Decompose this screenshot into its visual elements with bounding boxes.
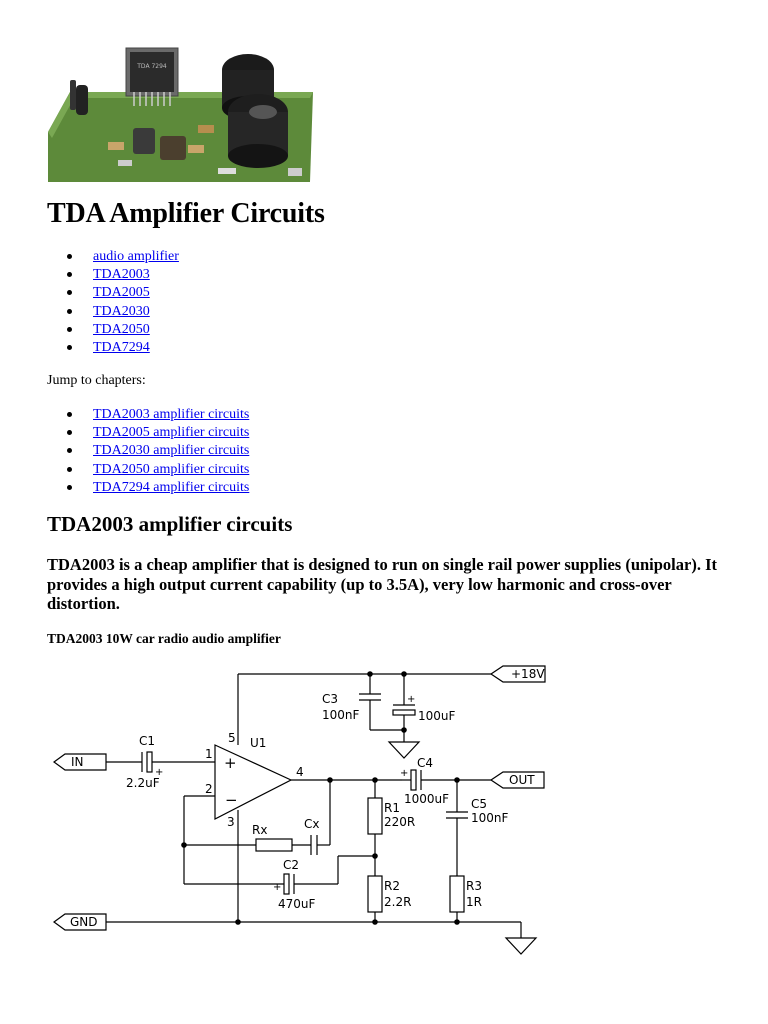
- page-title: TDA Amplifier Circuits: [47, 198, 325, 229]
- section-intro: TDA2003 is a cheap amplifier that is des…: [47, 555, 717, 614]
- plus-input-sign: +: [224, 754, 237, 772]
- list-item: TDA2030: [48, 303, 179, 321]
- chapter-link-tda7294[interactable]: TDA7294 amplifier circuits: [93, 479, 250, 495]
- r1-value: 220R: [384, 815, 415, 829]
- c4-name: C4: [417, 756, 433, 770]
- list-item: TDA7294: [48, 339, 179, 357]
- pin-5: 5: [228, 731, 236, 745]
- pin-1: 1: [205, 747, 213, 761]
- pin-4: 4: [296, 765, 304, 779]
- chip-label: U1: [250, 736, 266, 750]
- amplifier-schematic: +18V IN OUT GND U1 + − 1 2 3 4 5 C1 2.2u…: [47, 650, 563, 976]
- chapter-link-list: TDA2003 amplifier circuits TDA2005 ampli…: [48, 406, 249, 497]
- section-heading: TDA2003 amplifier circuits: [47, 512, 293, 536]
- c3-value: 100nF: [322, 708, 360, 722]
- c1-polarity: +: [155, 767, 163, 778]
- chapter-link-tda2005[interactable]: TDA2005 amplifier circuits: [93, 425, 250, 441]
- jump-to-chapters-label: Jump to chapters:: [47, 373, 146, 388]
- figure-caption: TDA2003 10W car radio audio amplifier: [47, 631, 281, 646]
- ground-label: GND: [70, 915, 98, 929]
- cx-name: Cx: [304, 817, 319, 831]
- r3-value: 1R: [466, 895, 482, 909]
- c1-name: C1: [139, 734, 155, 748]
- list-item: TDA7294 amplifier circuits: [48, 479, 249, 497]
- r3-name: R3: [466, 879, 482, 893]
- chapter-link-tda2050[interactable]: TDA2050 amplifier circuits: [93, 461, 250, 477]
- input-label: IN: [71, 755, 84, 769]
- c5-value: 100nF: [471, 811, 509, 825]
- c1-value: 2.2uF: [126, 776, 160, 790]
- list-item: TDA2005: [48, 284, 179, 302]
- amplifier-board-photo: TDA 7294: [48, 40, 313, 182]
- list-item: TDA2050 amplifier circuits: [48, 461, 249, 479]
- list-item: audio amplifier: [48, 248, 179, 266]
- r2-value: 2.2R: [384, 895, 411, 909]
- link-tda2003[interactable]: TDA2003: [93, 267, 150, 283]
- c2-polarity: +: [273, 882, 281, 893]
- r2-name: R2: [384, 879, 400, 893]
- chip-marking: TDA 7294: [136, 63, 167, 70]
- product-link-list: audio amplifier TDA2003 TDA2005 TDA2030 …: [48, 248, 179, 357]
- link-tda2005[interactable]: TDA2005: [93, 285, 150, 301]
- list-item: TDA2005 amplifier circuits: [48, 424, 249, 442]
- supply-label: +18V: [511, 667, 545, 681]
- link-tda2030[interactable]: TDA2030: [93, 303, 150, 319]
- pin-3: 3: [227, 815, 235, 829]
- c3b-value: 100uF: [418, 709, 456, 723]
- c2-name: C2: [283, 858, 299, 872]
- r1-name: R1: [384, 801, 400, 815]
- c2-value: 470uF: [278, 897, 316, 911]
- c4-polarity: +: [400, 768, 408, 779]
- pin-2: 2: [205, 782, 213, 796]
- c4-value: 1000uF: [404, 792, 449, 806]
- output-label: OUT: [509, 773, 535, 787]
- link-tda7294[interactable]: TDA7294: [93, 339, 150, 355]
- list-item: TDA2003 amplifier circuits: [48, 406, 249, 424]
- chapter-link-tda2030[interactable]: TDA2030 amplifier circuits: [93, 443, 250, 459]
- rx-name: Rx: [252, 823, 267, 837]
- list-item: TDA2030 amplifier circuits: [48, 442, 249, 460]
- chapter-link-tda2003[interactable]: TDA2003 amplifier circuits: [93, 407, 250, 422]
- c3b-polarity: +: [407, 694, 415, 705]
- link-audio-amplifier[interactable]: audio amplifier: [93, 249, 179, 264]
- c5-name: C5: [471, 797, 487, 811]
- link-tda2050[interactable]: TDA2050: [93, 321, 150, 337]
- minus-input-sign: −: [225, 791, 238, 809]
- c3-name: C3: [322, 692, 338, 706]
- list-item: TDA2003: [48, 266, 179, 284]
- list-item: TDA2050: [48, 321, 179, 339]
